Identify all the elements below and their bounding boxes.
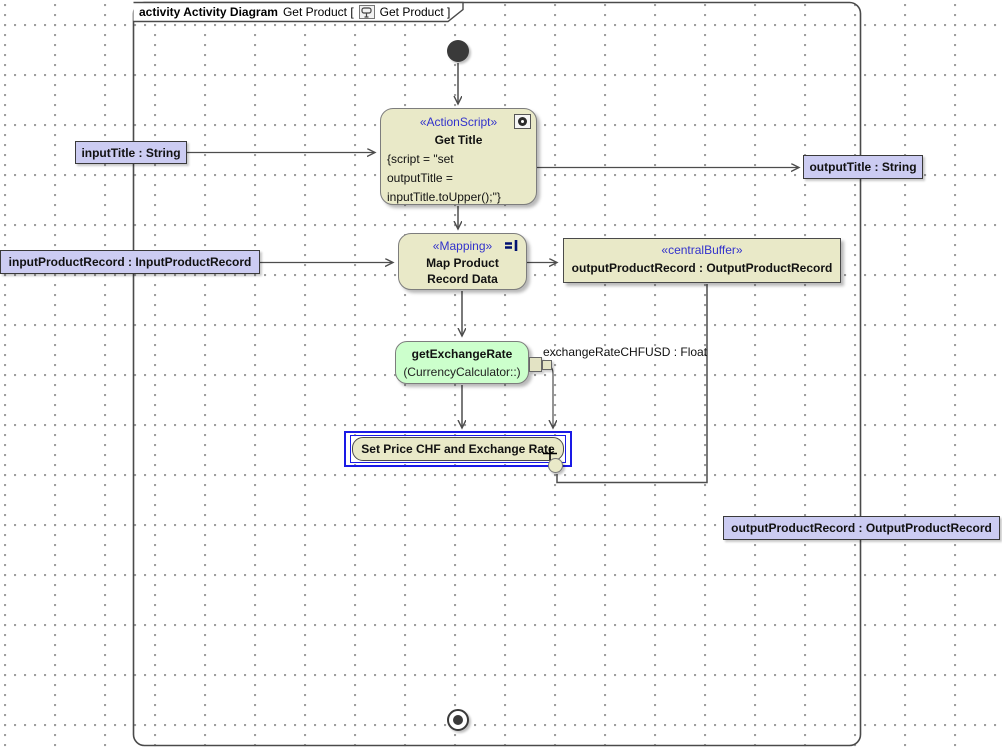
central-buffer-name: outputProductRecord : OutputProductRecor… <box>571 261 833 275</box>
final-node[interactable] <box>447 709 469 731</box>
get-exchange-rate-qualifier: (CurrencyCalculator::) <box>403 365 521 379</box>
script-gear-icon <box>514 114 531 129</box>
action-get-exchange-rate[interactable]: getExchangeRate (CurrencyCalculator::) <box>395 341 529 384</box>
object-node-output-title[interactable]: outputTitle : String <box>803 155 923 179</box>
output-pin[interactable] <box>529 357 542 372</box>
object-node-output-product-record[interactable]: outputProductRecord : OutputProductRecor… <box>723 516 1000 540</box>
exchange-rate-pin-label: exchangeRateCHFUSD : Float <box>543 345 708 359</box>
pin-handle-circle[interactable] <box>548 458 563 473</box>
map-product-name: Map Product <box>426 256 499 270</box>
selection-outline-inner <box>350 435 566 463</box>
action-set-price[interactable]: Set Price CHF and Exchange Rate <box>352 437 564 461</box>
central-buffer-stereotype: «centralBuffer» <box>661 243 743 257</box>
output-product-record-label: outputProductRecord : OutputProductRecor… <box>731 521 992 535</box>
input-product-record-label: inputProductRecord : InputProductRecord <box>8 255 252 269</box>
set-price-name: Set Price CHF and Exchange Rate <box>361 442 555 456</box>
frame-title: activity Activity Diagram Get Product [ … <box>139 4 450 20</box>
edge-centralbuffer-to-setprice-pin[interactable] <box>556 284 708 484</box>
activity-diagram-icon <box>358 5 375 19</box>
action-map-product-record-data[interactable]: «Mapping» Map Product Record Data <box>398 233 527 290</box>
object-node-input-product-record[interactable]: inputProductRecord : InputProductRecord <box>0 250 260 274</box>
get-title-stereotype: «ActionScript» <box>419 115 498 129</box>
initial-node[interactable] <box>447 40 469 62</box>
edge-exchangerate-pin-to-setprice[interactable] <box>549 365 553 428</box>
output-pin-square[interactable] <box>542 360 552 370</box>
frame-title-tab <box>133 1 464 23</box>
final-node-dot <box>453 715 463 725</box>
map-product-name: Record Data <box>427 272 498 286</box>
get-title-script-line: inputTitle.toUpper();"} <box>387 190 501 204</box>
get-title-script-line: {script = "set <box>387 152 454 166</box>
get-exchange-rate-name: getExchangeRate <box>411 347 513 361</box>
activity-frame-border <box>132 1 862 747</box>
plus-cursor-icon <box>543 447 557 460</box>
map-product-stereotype: «Mapping» <box>432 239 493 253</box>
frame-title-name: Get Product [ <box>282 5 354 19</box>
selection-outline-outer <box>344 431 572 467</box>
frame-title-keyword: activity Activity Diagram <box>139 5 278 19</box>
input-title-label: inputTitle : String <box>81 145 181 160</box>
frame-title-content: Get Product ] <box>379 5 451 19</box>
action-get-title[interactable]: «ActionScript» Get Title {script = "set … <box>380 108 537 205</box>
mapping-icon <box>504 239 520 257</box>
object-node-input-title[interactable]: inputTitle : String <box>75 141 187 164</box>
central-buffer-node[interactable]: «centralBuffer» outputProductRecord : Ou… <box>563 238 841 283</box>
get-title-name: Get Title <box>434 133 483 147</box>
output-title-label: outputTitle : String <box>809 160 917 174</box>
get-title-script-line: outputTitle = <box>387 171 453 185</box>
